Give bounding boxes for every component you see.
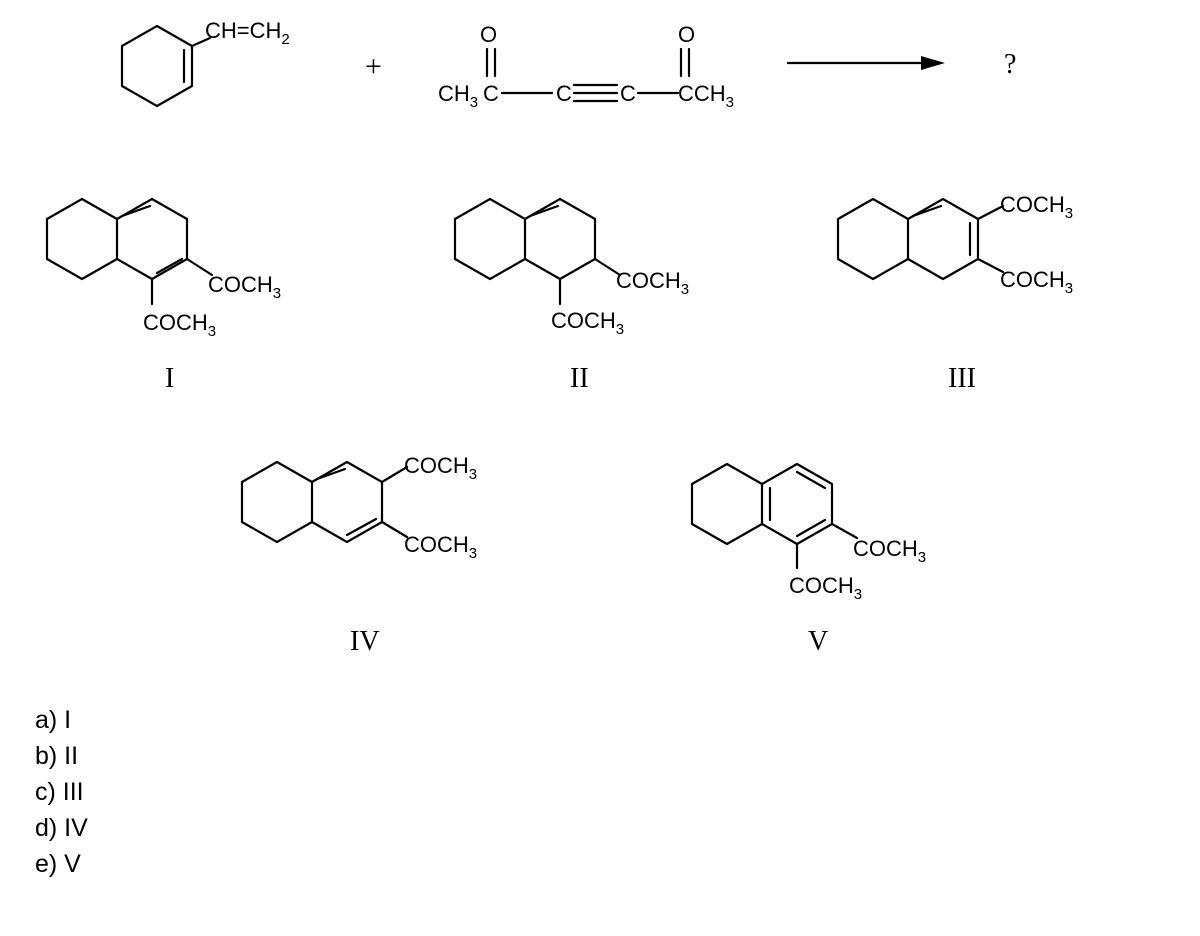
structure-label-II: II xyxy=(570,363,589,394)
bond-to-acetyl-right xyxy=(830,522,859,540)
ring-double-bond-lower xyxy=(155,257,184,275)
aromatic-double-bond-top xyxy=(795,470,827,490)
structure-label-V: V xyxy=(808,626,828,657)
alkyne-left-carbon: C xyxy=(556,81,572,106)
choice-e[interactable]: e) V xyxy=(35,850,81,878)
left-oxygen: O xyxy=(480,22,497,47)
ring-left xyxy=(836,197,910,281)
structure-label-I: I xyxy=(165,363,174,394)
ring-double-bond-upper xyxy=(911,204,943,218)
choice-d[interactable]: d) IV xyxy=(35,814,88,842)
left-carbonyl-carbon: C xyxy=(483,81,499,106)
product-question-mark: ? xyxy=(1004,49,1016,80)
ring-right xyxy=(906,197,980,281)
acetyl-label-bottom: COCH3 xyxy=(551,308,624,338)
ring-right xyxy=(115,197,189,281)
acetyl-label-bottom: COCH3 xyxy=(1000,267,1073,297)
ring-right xyxy=(310,460,384,544)
dione-alkyne-structure: O CH3 C C C O CCH3 xyxy=(438,22,734,111)
left-methyl-label: CH3 xyxy=(438,81,478,111)
right-oxygen: O xyxy=(678,22,695,47)
acetyl-label-bottom: COCH3 xyxy=(789,573,862,603)
acetyl-label-bottom: COCH3 xyxy=(143,310,216,340)
structure-V: COCH3 COCH3 V xyxy=(690,462,926,657)
structure-IV: COCH3 COCH3 IV xyxy=(240,453,477,657)
acetyl-label-right: COCH3 xyxy=(616,268,689,298)
ring-right xyxy=(760,462,834,546)
ring-left xyxy=(240,460,314,544)
ring-left xyxy=(690,462,764,546)
choice-a[interactable]: a) I xyxy=(35,706,72,734)
vinyl-bond xyxy=(190,36,212,48)
acetyl-label-top: COCH3 xyxy=(404,453,477,483)
right-acetyl-label: CCH3 xyxy=(678,81,734,111)
ring-double-bond-lower xyxy=(345,517,378,537)
structure-II: COCH3 COCH3 II xyxy=(453,197,689,394)
vinylcyclohexene-structure: CH=CH2 xyxy=(120,18,290,108)
ring-right xyxy=(523,197,597,281)
bond-to-acetyl-top xyxy=(380,465,409,484)
bond-to-acetyl-right xyxy=(593,257,622,277)
bond-to-acetyl-bottom xyxy=(976,257,1005,274)
aromatic-double-bond-bottom xyxy=(795,518,827,538)
acetyl-label-right: COCH3 xyxy=(208,272,281,302)
bond-to-acetyl-top xyxy=(976,204,1005,221)
structure-label-IV: IV xyxy=(350,626,380,657)
structure-I: COCH3 COCH3 I xyxy=(45,197,281,394)
bond-to-acetyl-right xyxy=(185,257,214,277)
structure-III: COCH3 COCH3 III xyxy=(836,192,1073,394)
ring-double-bond xyxy=(528,204,560,218)
alkyne-right-carbon: C xyxy=(620,81,636,106)
ring-left xyxy=(453,197,527,281)
answer-choices: a) I b) II c) III d) IV e) V xyxy=(35,702,88,882)
acetyl-label-bottom: COCH3 xyxy=(404,532,477,562)
acetyl-label-right: COCH3 xyxy=(853,536,926,566)
reaction-arrow xyxy=(786,56,945,70)
choice-c[interactable]: c) III xyxy=(35,778,84,806)
vinyl-label: CH=CH2 xyxy=(205,18,290,48)
ring-left xyxy=(45,197,119,281)
ring-double-bond-upper xyxy=(315,467,347,481)
acetyl-label-top: COCH3 xyxy=(1000,192,1073,222)
bond-to-acetyl-bottom xyxy=(380,520,409,539)
ring-double-bond-upper xyxy=(120,204,152,218)
cyclohexene-ring xyxy=(120,24,194,108)
choice-b[interactable]: b) II xyxy=(35,742,79,770)
plus-sign: + xyxy=(365,50,382,83)
structure-label-III: III xyxy=(948,363,976,394)
